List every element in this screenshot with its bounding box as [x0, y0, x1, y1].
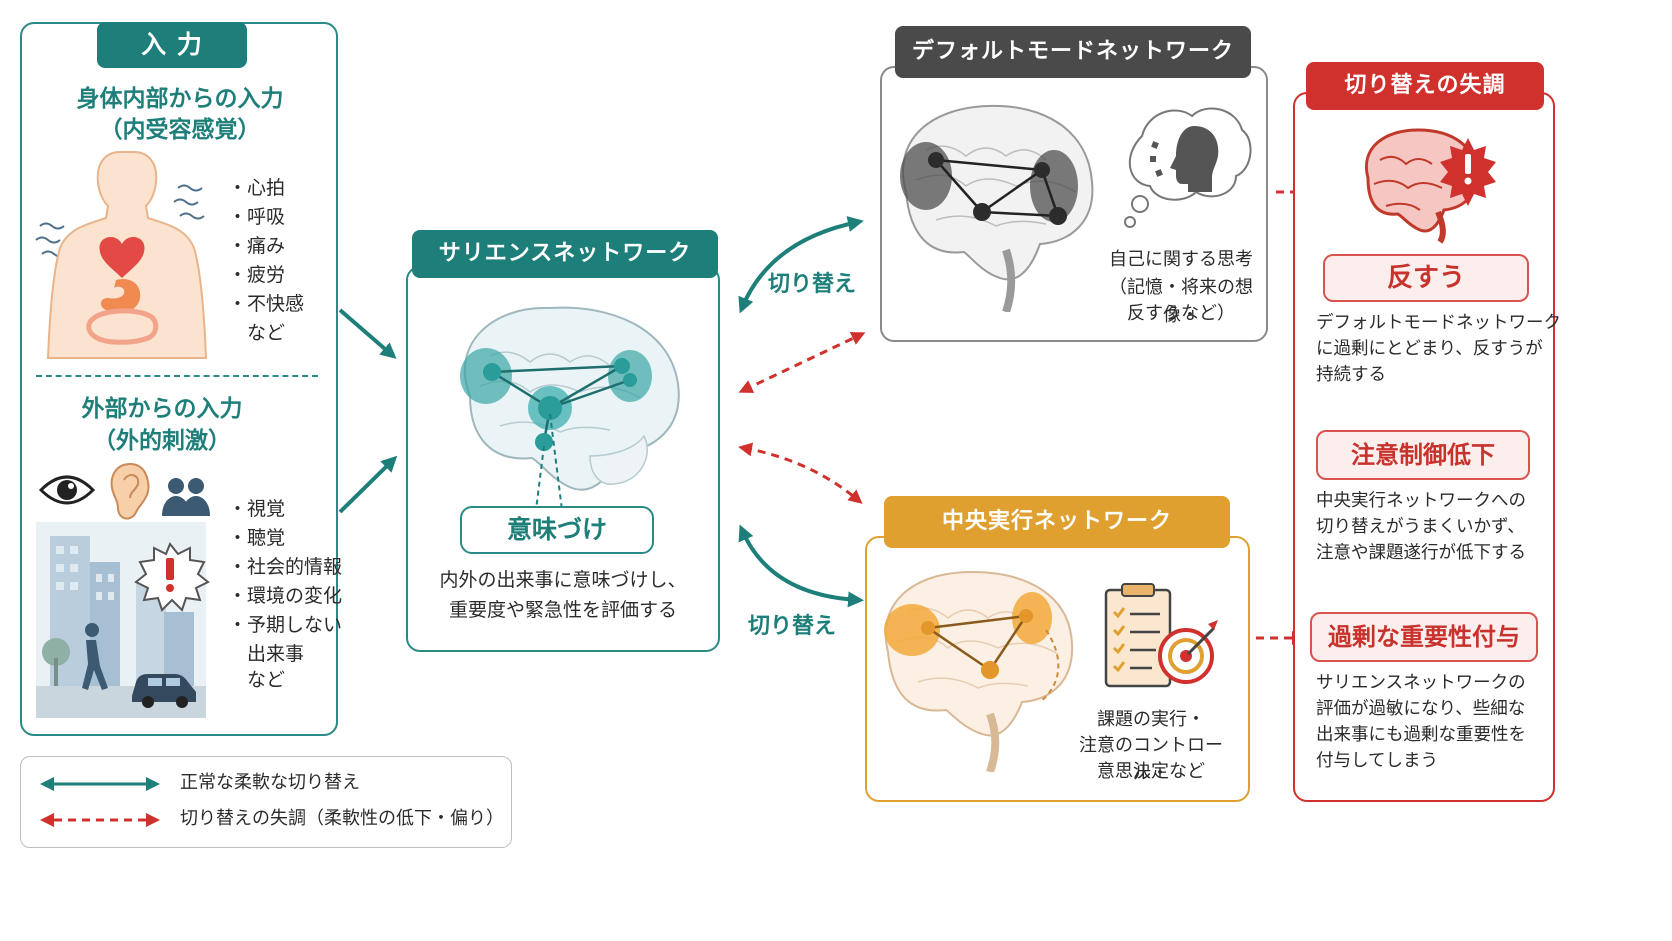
excess-salience-desc: サリエンスネットワークの [1316, 673, 1526, 693]
attention-decline-label: 注意制御低下 [1316, 430, 1530, 480]
legend-dysreg-arrow [40, 813, 160, 827]
cen-desc: 注意のコントロール・ [1079, 735, 1223, 784]
switch-label-bottom: 切り替え [748, 614, 837, 639]
salience-desc: 内外の出来事に意味づけし、 [439, 569, 687, 591]
dmn-desc: 自己に関する思考 [1109, 249, 1253, 270]
switch-arrow-top [738, 216, 864, 314]
rumination-label: 反すう [1323, 254, 1529, 302]
external-item: ・社会的情報 [228, 556, 343, 578]
rumination-desc: 持続する [1316, 365, 1386, 385]
legend-panel [20, 756, 512, 848]
people-icon [162, 478, 210, 516]
intestine-icon [86, 308, 159, 345]
rumination-desc: に過剰にとどまり、反すうが [1316, 339, 1543, 359]
attention-decline-desc: 注意や課題遂行が低下する [1316, 543, 1526, 563]
dmn-desc: 反すうなど） [1127, 303, 1235, 324]
thought-bubble-icon [1124, 107, 1252, 228]
external-item: ・聴覚 [228, 527, 286, 549]
external-item: など [228, 669, 286, 691]
wave-icon [35, 184, 205, 258]
legend-normal-arrow [40, 777, 160, 791]
heart-icon [99, 237, 145, 278]
dmn-desc: （記憶・将来の想像・ [1109, 277, 1253, 326]
dysreg-title: 切り替えの失調 [1306, 62, 1544, 110]
rumination-desc: デフォルトモードネットワーク [1316, 313, 1561, 333]
dysreg-arrow-dmn [738, 332, 866, 393]
alert-brain-icon [1365, 128, 1496, 244]
cen-desc: 課題の実行・ [1097, 709, 1205, 730]
excess-salience-desc: 評価が過敏になり、些細な [1316, 699, 1526, 719]
legend-normal-label: 正常な柔軟な切り替え [180, 772, 360, 793]
meaning-making-box: 意味づけ [460, 506, 654, 554]
internal-heading: 身体内部からの入力 [76, 86, 284, 112]
external-item: ・予期しない [228, 614, 343, 636]
excess-salience-desc: 出来事にも過剰な重要性を [1316, 725, 1526, 745]
human-body-illustration [35, 151, 208, 359]
external-item: 出来事 [228, 643, 305, 665]
dysreg-arrow-cen [738, 442, 863, 504]
external-heading: 外部からの入力 [81, 396, 243, 422]
stomach-icon [100, 278, 141, 313]
switch-arrow-bottom [738, 524, 864, 608]
external-item: ・視覚 [228, 498, 286, 520]
switch-label-top: 切り替え [768, 272, 857, 297]
attention-decline-desc: 切り替えがうまくいかず、 [1316, 517, 1525, 537]
ear-icon [110, 462, 150, 520]
eye-icon [38, 475, 96, 505]
attention-decline-desc: 中央実行ネットワークへの [1316, 491, 1526, 511]
cen-brain-illustration [884, 570, 1074, 772]
dmn-brain-illustration [900, 104, 1094, 312]
external-heading-sub: （外的刺激） [93, 428, 231, 454]
salience-brain-illustration [460, 306, 680, 510]
salience-desc: 重要度や緊急性を評価する [448, 599, 677, 621]
pedestrian-icon [82, 623, 108, 690]
head-profile-icon [1170, 126, 1219, 192]
excess-salience-label: 過剰な重要性付与 [1310, 612, 1538, 662]
external-item: ・環境の変化 [228, 585, 343, 607]
internal-item: など [228, 322, 286, 344]
input-to-salience-arrow [338, 455, 398, 514]
internal-item: ・痛み [228, 235, 286, 257]
internal-item: ・疲労 [228, 264, 286, 286]
salience-title: サリエンスネットワーク [412, 230, 718, 278]
excess-salience-desc: 付与してしまう [1316, 751, 1438, 771]
clipboard-target-icon [1104, 583, 1218, 688]
section-divider [36, 375, 318, 377]
input-title: 入 力 [97, 22, 247, 68]
cen-desc: 意思決定など [1097, 761, 1205, 782]
internal-item: ・不快感 [228, 293, 305, 315]
internal-item: ・呼吸 [228, 206, 286, 228]
car-icon [132, 674, 196, 708]
internal-item: ・心拍 [228, 177, 286, 199]
internal-heading-sub: （内受容感覚） [99, 117, 261, 143]
alert-bubble-icon [134, 542, 210, 612]
legend-dysreg-label: 切り替えの失調（柔軟性の低下・偏り） [180, 808, 504, 829]
cen-title: 中央実行ネットワーク [884, 496, 1230, 548]
dmn-title: デフォルトモードネットワーク [895, 26, 1251, 78]
input-to-salience-arrow [338, 308, 397, 359]
